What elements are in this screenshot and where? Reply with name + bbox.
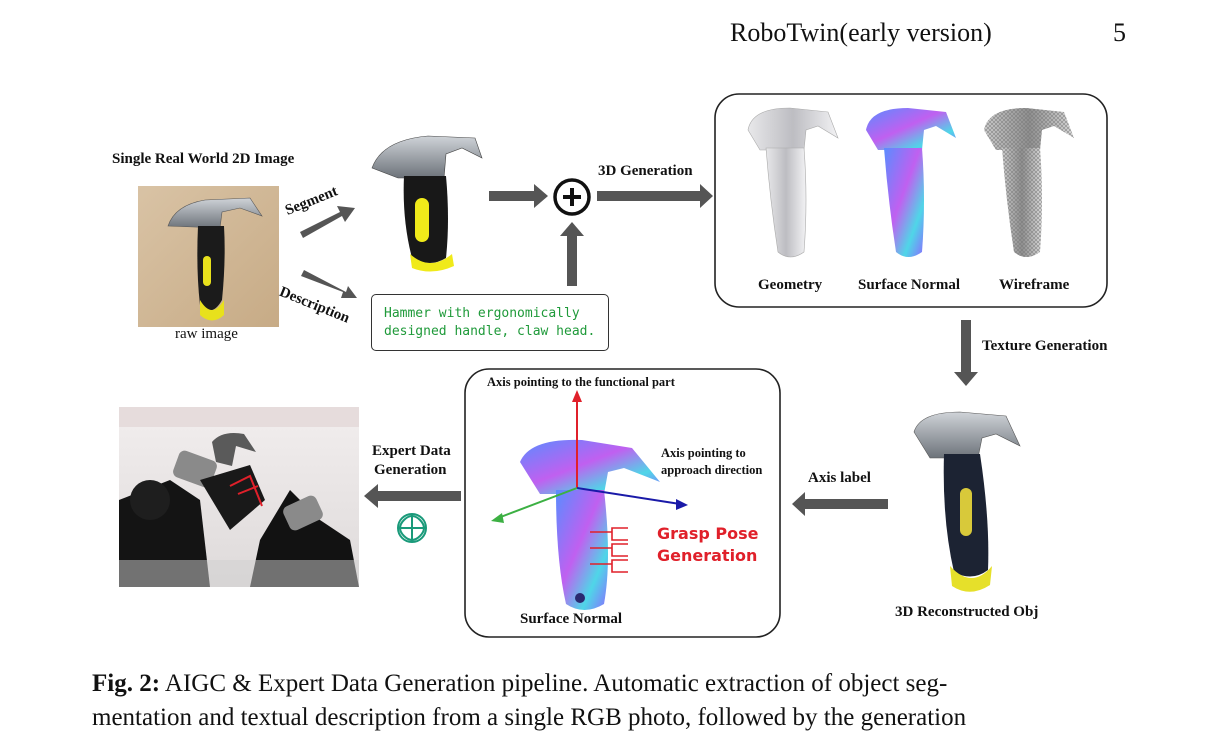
approach-axis-label-2: approach direction bbox=[661, 463, 763, 477]
reconstructed-hammer-image bbox=[913, 411, 1021, 592]
caption-label: Fig. 2: bbox=[92, 670, 161, 697]
wireframe-view-image bbox=[984, 108, 1074, 257]
geometry-label: Geometry bbox=[758, 277, 823, 293]
axis-normal-hammer-image bbox=[520, 439, 660, 610]
axis-label-step: Axis label bbox=[808, 470, 871, 486]
combine-plus-icon bbox=[553, 178, 591, 216]
raw-image-photo bbox=[138, 186, 279, 327]
llm-logo-icon bbox=[397, 513, 427, 543]
axis-grasp-panel bbox=[464, 368, 781, 638]
expert-data-label-1: Expert Data bbox=[372, 443, 451, 459]
texture-generation-label: Texture Generation bbox=[982, 338, 1108, 354]
raw-image-label: raw image bbox=[175, 326, 238, 342]
running-title: RoboTwin(early version) bbox=[730, 18, 992, 47]
text-prompt-line-1: Hammer with ergonomically bbox=[384, 306, 580, 321]
grasp-pose-label-2: Generation bbox=[657, 546, 758, 565]
axis-lines bbox=[491, 390, 688, 523]
approach-axis-label-1: Axis pointing to bbox=[661, 446, 746, 460]
input-image-title: Single Real World 2D Image bbox=[112, 151, 295, 167]
panel-surface-normal-label: Surface Normal bbox=[520, 611, 623, 627]
text-prompt-line-2: designed handle, claw head. bbox=[384, 324, 596, 339]
grasp-pose-markers bbox=[590, 527, 628, 573]
figure-caption: Fig. 2: AIGC & Expert Data Generation pi… bbox=[92, 667, 1152, 735]
page-number: 5 bbox=[1113, 18, 1126, 47]
pipeline-arrows bbox=[300, 184, 978, 516]
surface-normal-label: Surface Normal bbox=[858, 277, 961, 293]
segmented-hammer-image bbox=[371, 135, 483, 272]
caption-line-1: AIGC & Expert Data Generation pipeline. … bbox=[164, 670, 948, 697]
geometry-view-image bbox=[747, 107, 839, 258]
text-prompt-box: Hammer with ergonomically designed handl… bbox=[371, 294, 609, 351]
reconstructed-obj-label: 3D Reconstructed Obj bbox=[895, 604, 1039, 620]
robot-simulation-scene bbox=[119, 407, 359, 587]
surface-normal-view-image bbox=[866, 108, 956, 257]
grasp-pose-label-1: Grasp Pose bbox=[657, 524, 759, 543]
functional-axis-label: Axis pointing to the functional part bbox=[487, 375, 675, 389]
3d-generation-label: 3D Generation bbox=[598, 163, 693, 179]
caption-line-2: mentation and textual description from a… bbox=[92, 704, 967, 731]
wireframe-label: Wireframe bbox=[999, 277, 1070, 293]
expert-data-label-2: Generation bbox=[374, 462, 447, 478]
